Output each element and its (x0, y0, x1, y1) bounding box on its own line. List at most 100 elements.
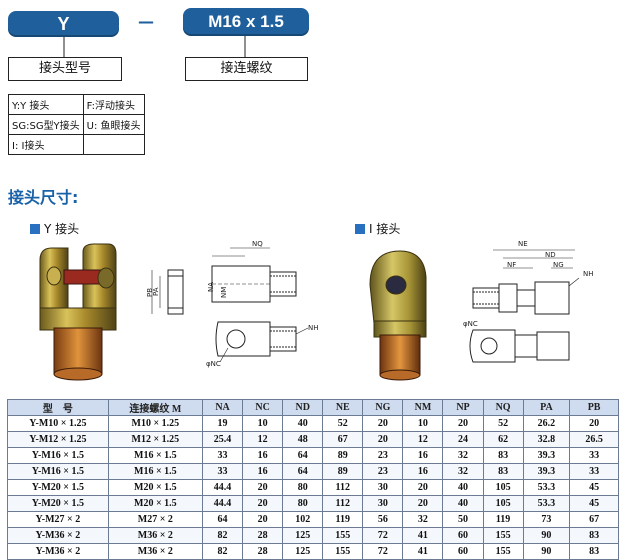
spec-cell: 30 (362, 479, 404, 496)
legend-cell (82, 134, 145, 155)
spec-cell: 28 (242, 527, 284, 544)
spec-cell: 83 (569, 527, 619, 544)
legend-cell: SG:SG型Y接头 (8, 114, 84, 135)
spec-header-cell: NQ (482, 399, 524, 416)
spec-cell: M20 × 1.5 (107, 479, 204, 496)
type-code-pill: Y (8, 11, 119, 37)
blue-square-icon (355, 223, 365, 234)
spec-header-cell: 连接螺纹 M (107, 399, 204, 416)
spec-cell: 90 (522, 543, 571, 560)
spec-cell: 20 (362, 431, 404, 448)
spec-header-cell: NG (362, 399, 404, 416)
spec-cell: 53.3 (522, 479, 571, 496)
spec-cell: 40 (282, 415, 324, 432)
spec-cell: 72 (362, 527, 404, 544)
spec-cell: 33 (569, 463, 619, 480)
spec-header-cell: ND (282, 399, 324, 416)
spec-cell: 155 (322, 527, 364, 544)
code-connectors (63, 36, 246, 57)
spec-cell: 20 (242, 495, 284, 512)
spec-cell: 52 (482, 415, 524, 432)
spec-cell: 20 (442, 415, 484, 432)
spec-cell: 30 (362, 495, 404, 512)
dim-ng: NG (553, 261, 564, 269)
spec-cell: 28 (242, 543, 284, 560)
y-joint-drawing: PB PA NQ NA NM NH φNC (146, 240, 319, 368)
spec-cell: 12 (402, 431, 444, 448)
dim-nc: φNC (206, 360, 221, 368)
spec-cell: M10 × 1.25 (107, 415, 204, 432)
spec-cell: 80 (282, 479, 324, 496)
spec-cell: 82 (201, 527, 244, 544)
spec-cell: 155 (482, 543, 524, 560)
spec-cell: 64 (282, 447, 324, 464)
spec-cell: 32 (442, 463, 484, 480)
spec-cell: Y-M12 × 1.25 (7, 431, 109, 448)
spec-cell: Y-M16 × 1.5 (7, 463, 109, 480)
spec-cell: 16 (242, 463, 284, 480)
spec-cell: 20 (362, 415, 404, 432)
dim-nc: φNC (463, 320, 478, 328)
spec-cell: 89 (322, 463, 364, 480)
spec-cell: 60 (442, 527, 484, 544)
legend-cell: I: I接头 (8, 134, 84, 155)
spec-cell: Y-M27 × 2 (7, 511, 109, 528)
dim-pa: PA (152, 287, 160, 296)
spec-cell: 72 (362, 543, 404, 560)
spec-cell: 82 (201, 543, 244, 560)
spec-header-cell: NP (442, 399, 484, 416)
spec-cell: 26.2 (522, 415, 571, 432)
spec-cell: 20 (242, 479, 284, 496)
spec-header-cell: NC (242, 399, 284, 416)
spec-cell: 155 (322, 543, 364, 560)
spec-cell: 23 (362, 463, 404, 480)
spec-cell: 12 (242, 431, 284, 448)
spec-cell: 23 (362, 447, 404, 464)
spec-cell: M16 × 1.5 (107, 447, 204, 464)
spec-cell: 112 (322, 479, 364, 496)
spec-cell: 60 (442, 543, 484, 560)
spec-cell: 40 (442, 495, 484, 512)
legend-cell: F:浮动接头 (82, 94, 145, 115)
spec-cell: 112 (322, 495, 364, 512)
spec-cell: 155 (482, 527, 524, 544)
spec-cell: 20 (402, 495, 444, 512)
spec-cell: Y-M16 × 1.5 (7, 447, 109, 464)
i-joint-photo (369, 250, 427, 381)
spec-cell: M12 × 1.25 (107, 431, 204, 448)
spec-cell: M36 × 2 (107, 543, 204, 560)
spec-cell: Y-M20 × 1.5 (7, 495, 109, 512)
type-label-box: 接头型号 (8, 57, 122, 81)
spec-cell: 102 (282, 511, 324, 528)
spec-cell: 67 (569, 511, 619, 528)
spec-cell: 44.4 (201, 479, 244, 496)
code-dash: — (138, 12, 154, 31)
y-joint-title: Y 接头 (30, 220, 79, 237)
spec-cell: 53.3 (522, 495, 571, 512)
spec-cell: 25.4 (201, 431, 244, 448)
dim-nf: NF (507, 261, 516, 269)
spec-cell: M36 × 2 (107, 527, 204, 544)
spec-cell: 20 (242, 511, 284, 528)
spec-cell: 125 (282, 543, 324, 560)
spec-header-cell: PB (569, 399, 619, 416)
spec-header-cell: NE (322, 399, 364, 416)
spec-cell: 125 (282, 527, 324, 544)
spec-cell: 119 (322, 511, 364, 528)
spec-cell: 32 (402, 511, 444, 528)
spec-cell: 40 (442, 479, 484, 496)
spec-cell: 33 (569, 447, 619, 464)
spec-cell: 20 (569, 415, 619, 432)
dim-nd: ND (545, 251, 556, 259)
spec-header-cell: 型 号 (7, 399, 109, 416)
spec-cell: 56 (362, 511, 404, 528)
spec-cell: 83 (482, 463, 524, 480)
spec-cell: M27 × 2 (107, 511, 204, 528)
spec-cell: 32.8 (522, 431, 571, 448)
spec-cell: M20 × 1.5 (107, 495, 204, 512)
